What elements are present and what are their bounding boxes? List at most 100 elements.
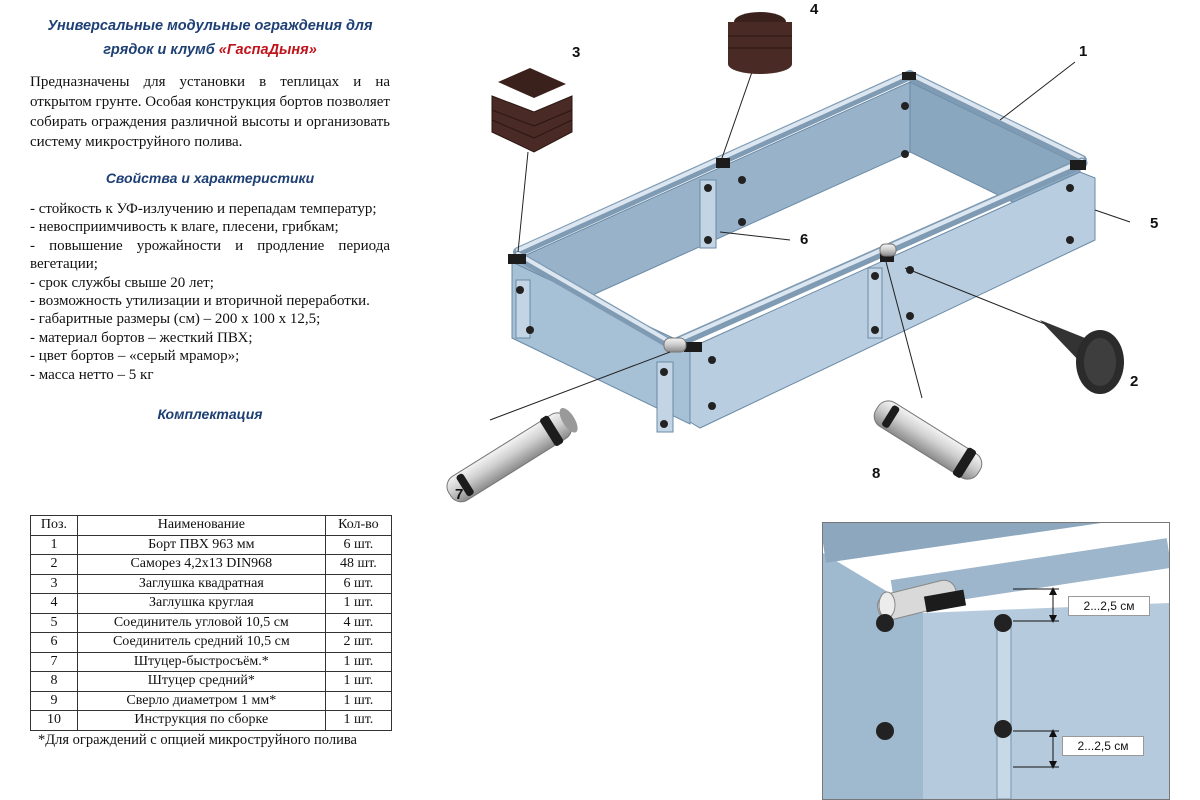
inset-plug <box>923 589 967 613</box>
detail-inset <box>822 522 1170 800</box>
col-header-qty: Кол-во <box>324 515 393 536</box>
screw-hole <box>708 356 716 364</box>
cell-pos: 8 <box>30 671 78 692</box>
connector-strip <box>867 267 883 339</box>
screw-head-rim <box>1084 338 1116 386</box>
bed-frame <box>508 70 1096 433</box>
cell-qty: 1 шт. <box>324 690 393 711</box>
screw-hole <box>1066 236 1074 244</box>
corner-plug <box>508 254 526 264</box>
screw-hole <box>871 272 879 280</box>
table-header-row: Поз. Наименование Кол-во <box>30 515 393 536</box>
cell-name: Заглушка круглая <box>76 593 326 614</box>
property-item: - возможность утилизации и вторичной пер… <box>30 293 370 310</box>
screw-hole <box>738 176 746 184</box>
cell-qty: 1 шт. <box>324 651 393 672</box>
kit-footnote: *Для ограждений с опцией микроструйного … <box>38 732 357 748</box>
text-column: Универсальные модульные ограждения для г… <box>30 14 390 434</box>
leader-line <box>884 257 923 399</box>
cell-pos: 6 <box>30 632 78 653</box>
rail-back-left-highlight <box>516 71 912 252</box>
property-item: - масса нетто – 5 кг <box>30 366 154 383</box>
quick-fitting-ring <box>456 473 474 497</box>
screw-hole <box>516 286 524 294</box>
screw-hole <box>660 368 668 376</box>
cell-pos: 7 <box>30 651 78 672</box>
quick-fitting-ring <box>540 415 564 446</box>
connector-strip <box>515 279 531 339</box>
screw-hole <box>871 326 879 334</box>
cell-name: Инструкция по сборке <box>76 710 326 731</box>
quick-fitting-end <box>559 407 578 433</box>
screw <box>1040 320 1124 394</box>
square-plug-top <box>498 68 566 98</box>
round-plug-bottom <box>728 54 792 74</box>
cell-name: Соединитель угловой 10,5 см <box>76 612 326 633</box>
corner-plug <box>684 342 702 352</box>
cell-qty: 1 шт. <box>324 671 393 692</box>
properties-list: - стойкость к УФ-излучению и перепадам т… <box>30 200 390 384</box>
screw-hole <box>1066 184 1074 192</box>
callout-6: 6 <box>800 231 809 248</box>
corner-plug <box>902 72 916 80</box>
connector-strip <box>656 361 674 433</box>
screw-hole <box>708 402 716 410</box>
round-plug <box>728 12 792 74</box>
middle-fitting-ring <box>882 405 900 428</box>
middle-fitting-body <box>873 400 983 480</box>
leader-line <box>721 71 753 159</box>
cell-name: Сверло диаметром 1 мм* <box>76 690 326 711</box>
callout-8: 8 <box>872 465 881 482</box>
callout-3: 3 <box>572 44 581 61</box>
leader-line <box>904 267 1061 331</box>
screw-hole <box>704 184 712 192</box>
leader-line <box>1094 209 1131 223</box>
callout-5: 5 <box>1150 215 1159 232</box>
inset-screw-hole <box>876 614 894 632</box>
property-item: - стойкость к УФ-излучению и перепадам т… <box>30 201 377 217</box>
page-title: Универсальные модульные ограждения для г… <box>30 14 390 62</box>
cell-qty: 1 шт. <box>324 710 393 731</box>
cell-qty: 6 шт. <box>324 534 393 555</box>
cell-qty: 1 шт. <box>324 593 393 614</box>
cell-pos: 10 <box>30 710 78 731</box>
cell-name: Борт ПВХ 963 мм <box>76 534 326 555</box>
inset-fitting-end <box>878 591 896 619</box>
callout-7: 7 <box>455 486 464 503</box>
property-item: - материал бортов – жесткий ПВХ; <box>30 329 253 346</box>
col-header-pos: Поз. <box>30 515 78 536</box>
quick-fitting <box>446 407 578 503</box>
cell-pos: 5 <box>30 612 78 633</box>
corner-plug <box>716 158 730 168</box>
inset-screw-hole <box>994 614 1012 632</box>
dimension-label-top: 2...2,5 см <box>1068 596 1150 616</box>
property-item: - невосприимчивость к влаге, плесени, гр… <box>30 219 339 236</box>
square-plug-rib <box>491 119 535 139</box>
title-line-1: Универсальные модульные ограждения для <box>47 18 373 34</box>
square-plug-rib <box>491 109 535 127</box>
property-item: - повышение урожайности и продление пери… <box>30 237 390 273</box>
cell-pos: 9 <box>30 690 78 711</box>
rail-left-highlight <box>516 252 674 345</box>
cell-pos: 1 <box>30 534 78 555</box>
cell-name: Штуцер-быстросъём.* <box>76 651 326 672</box>
cell-qty: 6 шт. <box>324 573 393 594</box>
cell-pos: 2 <box>30 554 78 575</box>
cell-name: Соединитель средний 10,5 см <box>76 632 326 653</box>
property-item: - габаритные размеры (см) – 200 х 100 х … <box>30 311 321 328</box>
title-line-2: грядок и клумб «ГаспаДыня» <box>30 38 390 62</box>
dimension-arrowhead <box>1049 729 1057 737</box>
cell-pos: 3 <box>30 573 78 594</box>
rail-back-right-highlight <box>908 72 1084 160</box>
dimension-arrowhead <box>1049 587 1057 595</box>
cell-qty: 2 шт. <box>324 632 393 653</box>
leader-lines <box>489 61 1131 421</box>
